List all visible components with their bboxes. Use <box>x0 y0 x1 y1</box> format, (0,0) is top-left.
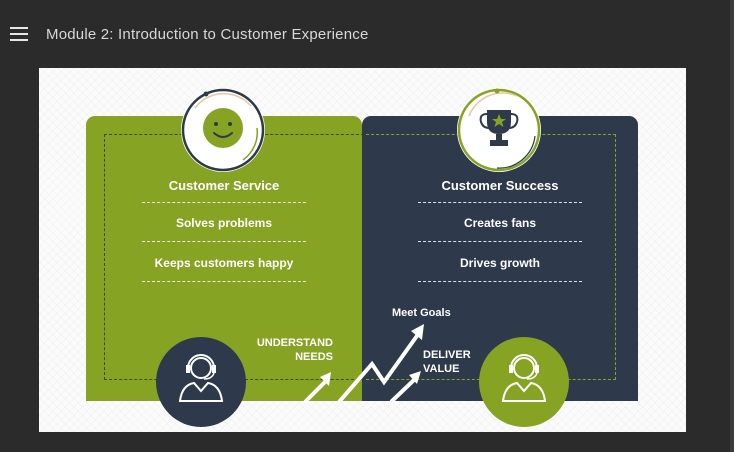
window-edge <box>730 0 734 452</box>
headset-agent-icon <box>156 337 246 427</box>
card-item: Creates fans <box>463 216 537 230</box>
card-heading: Customer Service <box>168 178 280 193</box>
card-item: Keeps customers happy <box>154 256 294 270</box>
growth-arrows-graphic <box>303 324 424 404</box>
label-line: UNDERSTAND <box>256 337 333 349</box>
label-line: NEEDS <box>295 351 333 363</box>
divider <box>418 281 582 282</box>
label-line: DELIVER <box>423 349 471 361</box>
meet-goals-label: Meet Goals <box>392 307 451 319</box>
label-line: VALUE <box>423 363 460 375</box>
hamburger-menu-icon[interactable] <box>10 27 28 41</box>
top-bar: Module 2: Introduction to Customer Exper… <box>0 0 734 64</box>
slide-canvas: Customer Service Solves problems Keeps c… <box>39 68 686 432</box>
divider <box>142 241 306 242</box>
page-title: Module 2: Introduction to Customer Exper… <box>46 26 369 43</box>
divider <box>418 241 582 242</box>
card-item: Solves problems <box>175 216 273 230</box>
smiley-face-icon <box>181 88 265 172</box>
divider <box>142 202 306 203</box>
understand-needs-label: UNDERSTAND NEEDS <box>253 336 333 364</box>
headset-agent-icon <box>479 337 569 427</box>
trophy-icon <box>457 88 541 172</box>
card-item: Drives growth <box>459 256 540 270</box>
deliver-value-label: DELIVER VALUE <box>423 348 471 376</box>
card-heading: Customer Success <box>441 178 559 193</box>
divider <box>142 281 306 282</box>
divider <box>418 202 582 203</box>
